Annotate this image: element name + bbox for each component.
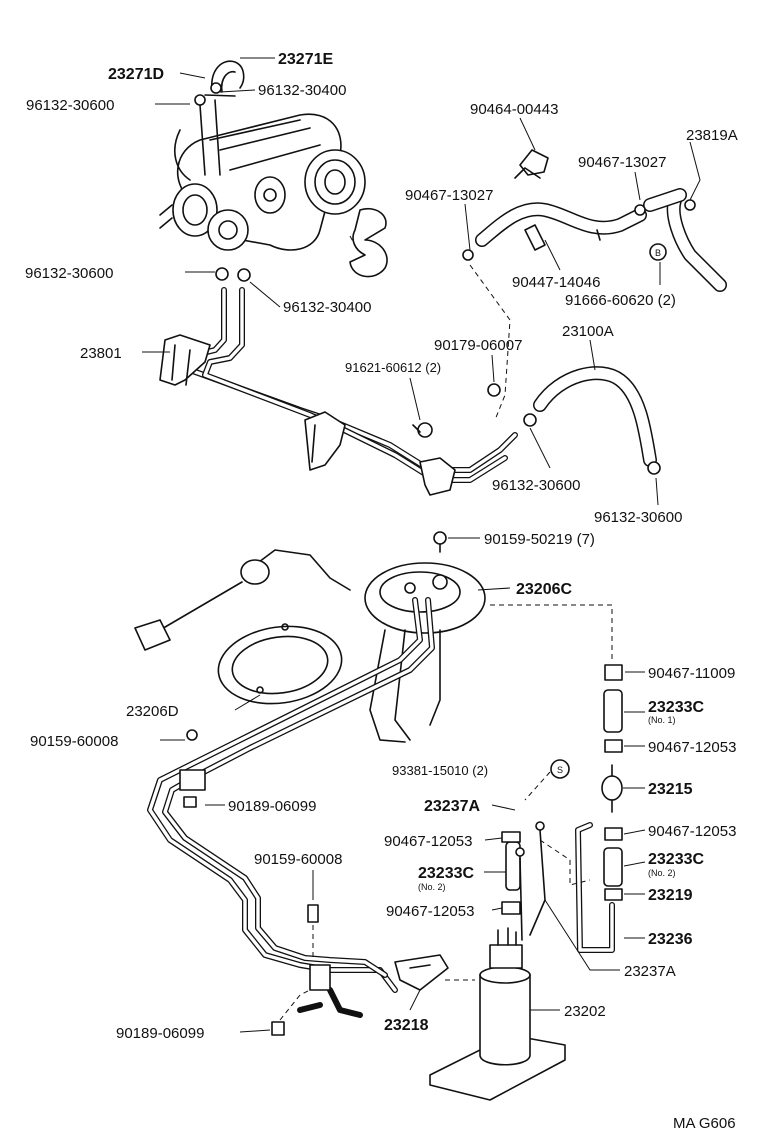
hose-90447-14046 [475, 202, 647, 247]
bolt-91621-60612 [412, 422, 433, 438]
leader-lines [142, 57, 701, 1033]
bolt-90159-50219 [433, 531, 447, 545]
gasket-23206D [217, 623, 343, 705]
fuel-pump-23202 [429, 927, 566, 1101]
label-96132-30600-a: 96132-30600 [26, 97, 114, 114]
label-23218: 23218 [384, 1017, 429, 1034]
label-23206C: 23206C [516, 581, 572, 598]
label-23233C-no1: 23233C [648, 699, 704, 716]
label-90467-13027-a: 90467-13027 [405, 187, 493, 204]
label-96132-30600-d: 96132-30600 [594, 509, 682, 526]
label-23100A: 23100A [562, 323, 614, 340]
clamp-96132-30600-mid [523, 413, 537, 427]
label-23202: 23202 [564, 1003, 606, 1020]
label-23233C-no2-a-note: (No. 2) [418, 882, 446, 892]
nut-90179-06007 [487, 383, 501, 397]
screw-93381-15010: S [524, 759, 570, 801]
clamp-23819A [684, 199, 696, 211]
label-90467-12053-b: 90467-12053 [384, 833, 472, 850]
label-90467-12053-c: 90467-12053 [648, 823, 736, 840]
label-90159-60008-a: 90159-60008 [30, 733, 118, 750]
label-96132-30400-a: 96132-30400 [258, 82, 346, 99]
connector-dash-3 [279, 989, 311, 1021]
hose-23819A [643, 188, 727, 292]
hose-short-stub [524, 224, 546, 251]
label-23271D: 23271D [108, 66, 164, 83]
clip-91666-60620: B [649, 243, 667, 261]
fuel-pump-bracket-23206C [364, 562, 486, 743]
part-labels: 23271D 23271E 96132-30400 96132-30600 90… [25, 51, 738, 1132]
label-90467-12053-d: 90467-12053 [386, 903, 474, 920]
label-23237A-a: 23237A [424, 798, 480, 815]
engine-intake-assembly [159, 60, 388, 278]
label-96132-30400-b: 96132-30400 [283, 299, 371, 316]
nut-90189-06099-lower [271, 1021, 285, 1036]
label-23819A: 23819A [686, 127, 738, 144]
label-23233C-no2-b-note: (No. 2) [648, 868, 676, 878]
bolt-90159-60008-upper [186, 729, 198, 741]
circle-b-label: B [655, 248, 661, 258]
label-91621-60612: 91621-60612 (2) [345, 360, 441, 375]
label-23233C-no2-a: 23233C [418, 865, 474, 882]
label-23237A-b: 23237A [624, 963, 676, 980]
hose-23100A [533, 366, 657, 467]
connector-dash-6 [539, 839, 591, 886]
sender-gauge-unit [134, 549, 351, 651]
label-90447-14046: 90447-14046 [512, 274, 600, 291]
circle-s-label: S [557, 765, 563, 775]
fuel-pipe-23801 [159, 287, 518, 496]
label-96132-30600-c: 96132-30600 [492, 477, 580, 494]
right-column-parts [501, 664, 623, 953]
clamp-90467-13027-right [634, 204, 646, 216]
label-90467-13027-b: 90467-13027 [578, 154, 666, 171]
label-23233C-no1-note: (No. 1) [648, 715, 676, 725]
label-90189-06099-a: 90189-06099 [228, 798, 316, 815]
label-23206D: 23206D [126, 703, 179, 720]
label-90189-06099-b: 90189-06099 [116, 1025, 204, 1042]
label-23801: 23801 [80, 345, 122, 362]
lower-fuel-pipes [147, 597, 435, 1018]
label-90467-12053-a: 90467-12053 [648, 739, 736, 756]
diagram-code: MA G606 [673, 1115, 736, 1132]
clamp-90464-00443 [514, 149, 549, 179]
filter-23218 [394, 954, 449, 991]
label-90179-06007: 90179-06007 [434, 337, 522, 354]
label-90159-60008-b: 90159-60008 [254, 851, 342, 868]
engine-hose-clamps [194, 82, 251, 282]
clamp-90467-13027-left [462, 249, 474, 261]
label-91666-60620: 91666-60620 (2) [565, 292, 676, 309]
label-23271E: 23271E [278, 51, 333, 68]
label-23215: 23215 [648, 781, 693, 798]
label-93381-15010: 93381-15010 (2) [392, 763, 488, 778]
bolt-90159-60008-lower [307, 904, 319, 923]
label-90467-11009: 90467-11009 [648, 665, 735, 682]
clamp-96132-30600-right [647, 461, 661, 475]
label-96132-30600-b: 96132-30600 [25, 265, 113, 282]
nut-90189-06099-upper [183, 796, 197, 808]
connector-dash-1 [469, 264, 511, 421]
label-23233C-no2-b: 23233C [648, 851, 704, 868]
label-23219: 23219 [648, 887, 693, 904]
label-90464-00443: 90464-00443 [470, 101, 558, 118]
label-90159-50219: 90159-50219 (7) [484, 531, 595, 548]
label-23236: 23236 [648, 931, 693, 948]
connector-dash-5 [490, 604, 613, 660]
